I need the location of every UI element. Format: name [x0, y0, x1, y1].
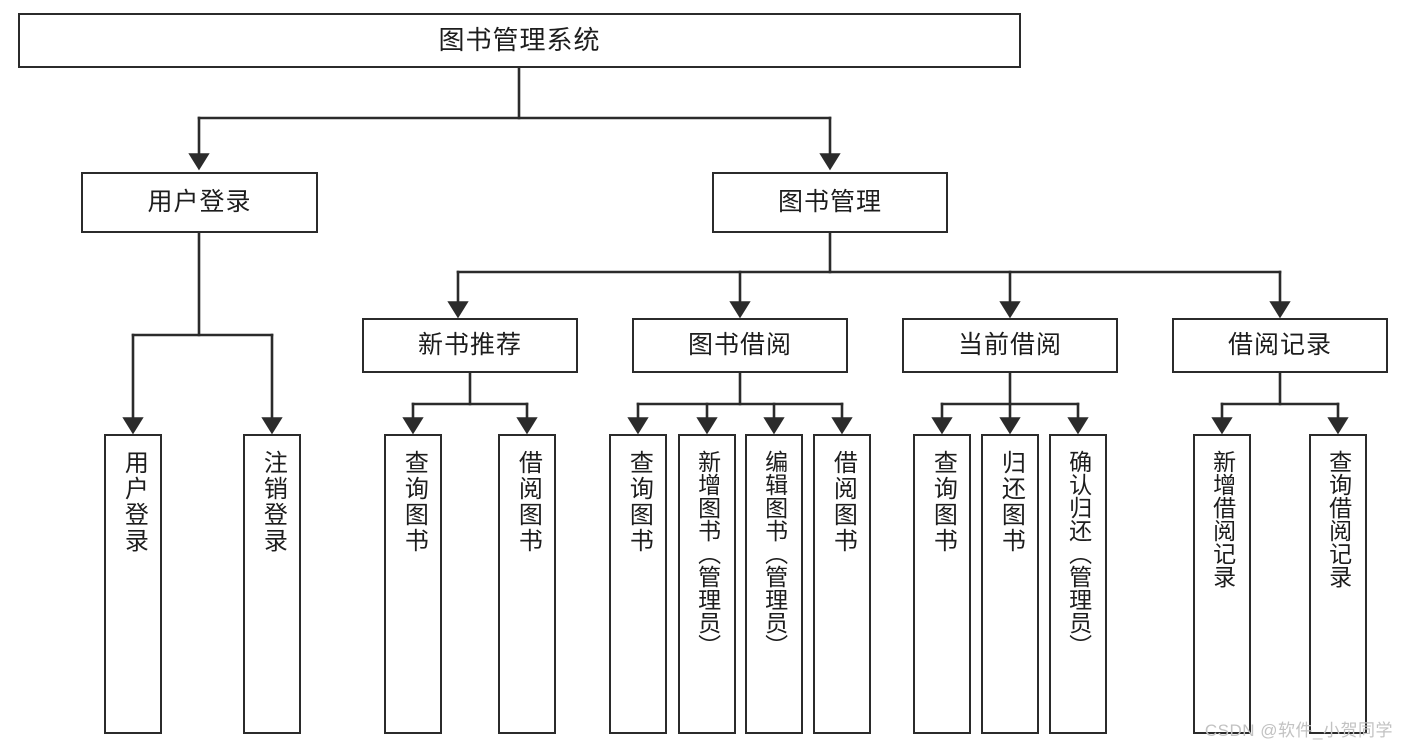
node-user-login[interactable]: 用户登录: [81, 172, 318, 233]
node-label: 归还图书: [997, 450, 1025, 554]
node-leaf-logout-login[interactable]: 注销登录: [243, 434, 301, 734]
node-label: 查询图书: [625, 450, 653, 554]
node-book-manage[interactable]: 图书管理: [712, 172, 948, 233]
node-label: 用户登录: [120, 450, 148, 554]
node-leaf-confirm-return[interactable]: 确认归还（管理员）: [1049, 434, 1107, 734]
node-leaf-query-book-current[interactable]: 查询图书: [913, 434, 971, 734]
node-label: 用户登录: [147, 187, 252, 216]
node-leaf-query-book-borrow[interactable]: 查询图书: [609, 434, 667, 734]
node-label: 借阅记录: [1227, 330, 1332, 359]
node-leaf-edit-book[interactable]: 编辑图书（管理员）: [745, 434, 803, 734]
node-leaf-add-borrow-record[interactable]: 新增借阅记录: [1193, 434, 1251, 734]
node-label: 新增借阅记录: [1209, 450, 1236, 588]
node-label: 新书推荐: [417, 330, 522, 359]
node-leaf-query-book-recommend[interactable]: 查询图书: [384, 434, 442, 734]
node-root-book-management-system[interactable]: 图书管理系统: [18, 13, 1021, 68]
node-label: 当前借阅: [957, 330, 1062, 359]
node-label: 编辑图书（管理员）: [761, 450, 788, 657]
node-label: 图书借阅: [687, 330, 792, 359]
node-label: 注销登录: [259, 450, 287, 554]
node-label: 查询借阅记录: [1325, 450, 1352, 588]
node-label: 新增图书（管理员）: [694, 450, 721, 657]
node-leaf-borrow-book[interactable]: 借阅图书: [813, 434, 871, 734]
node-current-borrow[interactable]: 当前借阅: [902, 318, 1118, 373]
node-label: 查询图书: [929, 450, 957, 554]
node-new-book-recommend[interactable]: 新书推荐: [362, 318, 578, 373]
node-leaf-query-borrow-record[interactable]: 查询借阅记录: [1309, 434, 1367, 734]
node-borrow-record[interactable]: 借阅记录: [1172, 318, 1388, 373]
csdn-watermark: CSDN @软件_小贺同学: [1204, 721, 1393, 740]
node-leaf-borrow-book-recommend[interactable]: 借阅图书: [498, 434, 556, 734]
node-label: 查询图书: [400, 450, 428, 554]
node-label: 借阅图书: [514, 450, 542, 554]
node-label: 借阅图书: [829, 450, 857, 554]
node-leaf-return-book[interactable]: 归还图书: [981, 434, 1039, 734]
node-label: 确认归还（管理员）: [1065, 450, 1092, 657]
node-book-borrow[interactable]: 图书借阅: [632, 318, 848, 373]
node-leaf-add-book[interactable]: 新增图书（管理员）: [678, 434, 736, 734]
node-label: 图书管理系统: [438, 25, 601, 56]
node-leaf-user-login[interactable]: 用户登录: [104, 434, 162, 734]
node-label: 图书管理: [777, 187, 882, 216]
